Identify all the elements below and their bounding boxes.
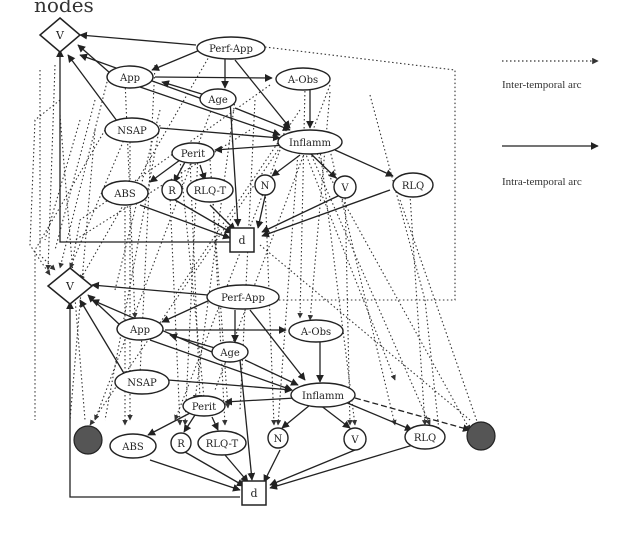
node-label: A-Obs — [287, 75, 318, 86]
node-rlq-t — [186, 177, 234, 203]
intra-arcs-slice1 — [56, 31, 394, 243]
node-abs — [109, 433, 157, 459]
node-r — [170, 432, 192, 454]
node-label: App — [119, 73, 140, 84]
node-rlq — [404, 424, 446, 450]
node-label: Perit — [181, 149, 205, 160]
node-label: Perf-App — [209, 44, 253, 55]
node-label: RLQ-T — [194, 186, 227, 197]
node-label: N — [261, 181, 270, 192]
decision-node-label: d — [238, 234, 245, 247]
node-perf-app — [196, 36, 266, 60]
node-rlq-t — [197, 430, 247, 456]
node-rlq — [392, 172, 434, 198]
node-r — [161, 179, 183, 201]
value-node — [38, 17, 82, 53]
node-age — [211, 341, 249, 363]
node-label: ABS — [121, 442, 144, 453]
node-label: Perit — [192, 402, 216, 413]
node-app — [116, 317, 164, 341]
node-label: N — [274, 434, 283, 445]
node-label: NSAP — [117, 126, 147, 137]
slice-2: V Perf-App App A-Obs Age NSAP Inflamm Pe… — [46, 267, 496, 506]
node-label: A-Obs — [300, 327, 331, 338]
node-label: Age — [219, 348, 240, 359]
node-n — [267, 427, 289, 449]
node-perit — [182, 395, 226, 417]
node-n — [254, 174, 276, 196]
node-abs — [101, 180, 149, 206]
shaded-chance-node-right — [466, 421, 496, 451]
node-label: ABS — [113, 189, 136, 200]
node-label: Inflamm — [289, 138, 332, 149]
node-label: RLQ-T — [206, 439, 239, 450]
node-label: V — [340, 183, 349, 194]
shaded-chance-node-left — [73, 425, 103, 455]
node-label: Perf-App — [221, 293, 265, 304]
node-nsap — [104, 117, 160, 143]
inter-temporal-arcs — [29, 46, 481, 441]
node-a-obs — [275, 67, 331, 91]
node-label: R — [177, 439, 185, 450]
legend-inter-label: Inter-temporal arc — [502, 79, 582, 91]
intra-arcs-slice2 — [66, 281, 471, 498]
value-node-label: V — [55, 29, 65, 42]
node-inflamm — [290, 382, 356, 408]
node-v — [343, 427, 367, 451]
title-fragment: nodes — [34, 0, 94, 17]
slice-1: V Perf-App App A-Obs Age NSAP Inflamm Pe… — [38, 17, 434, 253]
decision-node — [241, 480, 267, 506]
node-label: R — [168, 186, 176, 197]
node-perit — [171, 142, 215, 164]
node-inflamm — [277, 129, 343, 155]
node-v — [333, 175, 357, 199]
value-node-label: V — [65, 280, 75, 293]
node-perf-app — [206, 284, 280, 310]
node-label: Inflamm — [302, 391, 345, 402]
node-label: RLQ — [414, 433, 436, 444]
legend-intra-label: Intra-temporal arc — [502, 176, 582, 188]
decision-node — [229, 227, 255, 253]
value-node — [46, 267, 94, 305]
node-nsap — [114, 369, 170, 395]
node-label: Age — [207, 95, 228, 106]
decision-node-label: d — [250, 487, 257, 500]
node-label: V — [350, 435, 359, 446]
node-label: NSAP — [127, 378, 157, 389]
node-a-obs — [288, 319, 344, 343]
node-age — [199, 88, 237, 110]
node-label: App — [129, 325, 150, 336]
legend: Inter-temporal arc Intra-temporal arc — [502, 57, 599, 188]
node-app — [106, 65, 154, 89]
node-label: RLQ — [402, 181, 424, 192]
